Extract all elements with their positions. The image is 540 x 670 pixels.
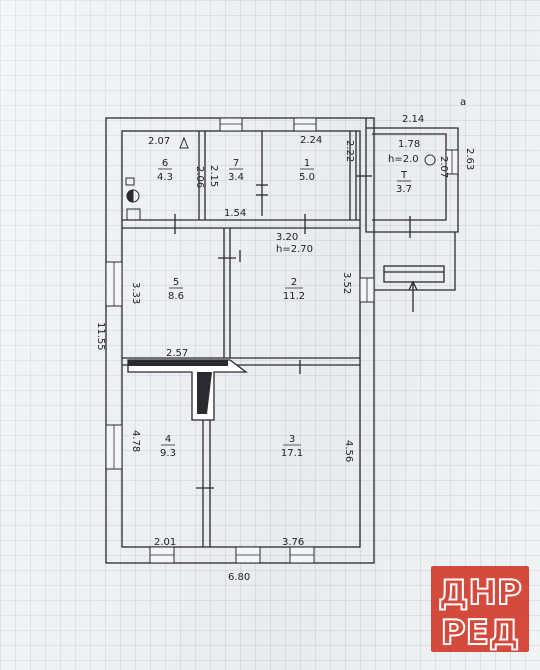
- meter-icon: [125, 177, 135, 186]
- room-area: 17.1: [281, 448, 303, 459]
- room-area: 5.0: [299, 172, 315, 183]
- dim-room4-top: 2.57: [166, 348, 188, 359]
- outer-wall-outline: [105, 117, 375, 564]
- dim-annex-inner-top: 1.78: [398, 139, 420, 150]
- annex-height: h=2.0: [388, 154, 419, 165]
- room-area: 3.7: [396, 184, 412, 195]
- room-2: 2 11.2: [283, 277, 305, 302]
- dim-annex-top: 2.14: [402, 114, 424, 125]
- dim-room3-bottom: 3.76: [282, 537, 304, 548]
- dim-room1-top: 2.24: [300, 135, 322, 146]
- dim-room3-side: 4.56: [343, 440, 354, 462]
- annex-wall-inner: [372, 133, 447, 221]
- watermark-line1: ДНР: [438, 573, 522, 613]
- room-area: 11.2: [283, 291, 305, 302]
- toilet-icon: [424, 154, 436, 166]
- stove: [127, 359, 248, 421]
- window-top-7: [219, 117, 243, 132]
- dim-center-width: 3.20: [276, 232, 298, 243]
- porch-wall: [374, 232, 456, 291]
- watermark-logo: ДНР РЕД: [431, 566, 529, 652]
- dim-room6-top: 2.07: [148, 136, 170, 147]
- room-number: 4: [165, 434, 171, 445]
- dim-total-height: 11.55: [95, 322, 106, 351]
- dim-annex-inner-side: 2.07: [438, 156, 449, 178]
- room-number: 1: [304, 158, 310, 169]
- dim-room1-side: 2.22: [344, 140, 355, 162]
- annex-wall-outer: [365, 118, 459, 233]
- room-number: 6: [162, 158, 168, 169]
- dim-annex-side: 2.63: [464, 148, 475, 170]
- room-area: 4.3: [157, 172, 173, 183]
- corner-mark: a: [460, 97, 466, 108]
- room-area: 8.6: [168, 291, 184, 302]
- room-number: 5: [173, 277, 179, 288]
- stove-top: [128, 360, 228, 366]
- window-top-1: [293, 117, 317, 132]
- room-1: 1 5.0: [299, 158, 315, 183]
- dim-room6-side: 2.06: [194, 166, 205, 188]
- room-number: 2: [291, 277, 297, 288]
- room-3: 3 17.1: [281, 434, 303, 459]
- room-4: 4 9.3: [160, 434, 176, 459]
- room-t: T 3.7: [396, 170, 412, 195]
- lamp-icon: [179, 136, 189, 149]
- ceiling-height: h=2.70: [276, 244, 313, 255]
- dim-corridor: 1.54: [224, 208, 246, 219]
- stove-chimney: [197, 372, 212, 414]
- room-area: 9.3: [160, 448, 176, 459]
- watermark-line2: РЕД: [441, 613, 519, 652]
- porch-step: [383, 265, 445, 283]
- dim-total-width: 6.80: [228, 572, 250, 583]
- room-number: T: [400, 170, 408, 181]
- inner-wall-outline: [121, 130, 361, 548]
- sink-icon: [126, 208, 141, 221]
- dim-room2-side: 3.52: [341, 272, 352, 294]
- entrance-arrow-head: [408, 280, 418, 291]
- dim-room5-side: 3.33: [130, 282, 141, 304]
- room-number: 3: [289, 434, 295, 445]
- dim-room4-side: 4.78: [130, 430, 141, 452]
- room-area: 3.4: [228, 172, 244, 183]
- dim-room7-side: 2.15: [208, 165, 219, 187]
- room-7: 7 3.4: [228, 158, 244, 183]
- room-5: 5 8.6: [168, 277, 184, 302]
- dim-room4-bottom: 2.01: [154, 537, 176, 548]
- room-number: 7: [233, 158, 239, 169]
- room-6: 6 4.3: [157, 158, 173, 183]
